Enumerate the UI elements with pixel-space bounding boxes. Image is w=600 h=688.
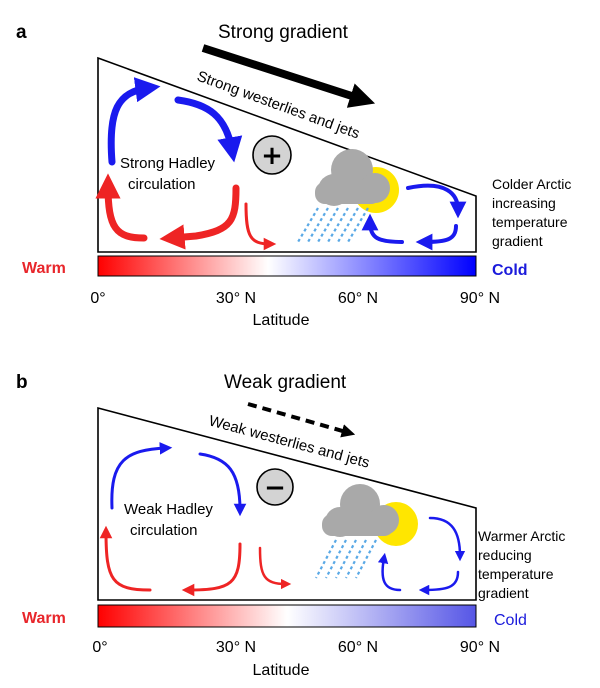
- poleward-surface-arrow-a: [244, 202, 277, 251]
- panel-b-polar-cell: [377, 516, 466, 596]
- poleward-surface-arrow-b: [258, 546, 292, 590]
- panel-a-cold-label: Cold: [492, 262, 528, 279]
- panel-b-atmosphere-wedge: [97, 406, 477, 601]
- panel-a-temperature-bar: [97, 255, 477, 277]
- panel-a-tick-60: 60° N: [338, 290, 378, 307]
- hadley-upper-arrow-a: [174, 96, 243, 163]
- panel-b-axis-label: Latitude: [253, 662, 310, 679]
- minus-sign-bubble: [256, 468, 294, 506]
- panel-b-tick-0: 0°: [92, 639, 107, 656]
- panel-a: a Strong gradient Strong westerlies and …: [16, 22, 571, 329]
- panel-a-arctic-note-line4: gradient: [492, 233, 543, 249]
- panel-b-hadley-label-line1: Weak Hadley: [124, 501, 213, 518]
- hadley-surface-arrow-a: [95, 173, 148, 242]
- polar-surface-arrow-b: [418, 570, 460, 596]
- hadley-descent-arrow-a: [159, 184, 240, 250]
- panel-b: b Weak gradient Weak westerlies and jets…: [16, 372, 565, 679]
- plus-sign-icon: +: [261, 141, 283, 171]
- panel-b-gradient-title: Weak gradient: [224, 372, 347, 393]
- rain-streaks-icon: [297, 207, 369, 243]
- rain-streaks-icon: [315, 539, 377, 579]
- panel-a-hadley-cell: [95, 77, 277, 251]
- panel-a-arctic-note-line2: increasing: [492, 195, 556, 211]
- panel-a-weather-icon: [297, 149, 399, 243]
- hadley-surface-arrow-b: [99, 525, 152, 592]
- polar-ascent-arrow-b: [377, 552, 402, 592]
- polar-upper-arrow-b: [428, 516, 466, 562]
- panel-a-arctic-note-line3: temperature: [492, 214, 568, 230]
- panel-a-hadley-label-line1: Strong Hadley: [120, 155, 216, 172]
- panel-b-weather-icon: [315, 484, 418, 579]
- weak-gradient-arrow: [247, 402, 356, 438]
- strong-gradient-arrow: [201, 44, 376, 108]
- panel-a-tick-30: 30° N: [216, 290, 256, 307]
- polar-surface-arrow-a: [415, 224, 458, 251]
- panel-b-temperature-bar: [97, 604, 477, 628]
- rain-cloud-icon: [322, 484, 399, 537]
- panel-a-letter: a: [16, 22, 27, 43]
- panel-b-arctic-note-line2: reducing: [478, 547, 532, 563]
- plus-sign-bubble: [252, 135, 292, 175]
- panel-a-hadley-label-line2: circulation: [128, 176, 196, 193]
- panel-b-cold-label: Cold: [494, 612, 527, 629]
- panel-a-warm-label: Warm: [22, 260, 66, 277]
- polar-ascent-arrow-a: [361, 213, 404, 244]
- polar-upper-arrow-a: [406, 183, 467, 219]
- panel-b-tick-30: 30° N: [216, 639, 256, 656]
- hadley-ascent-arrow-a: [107, 77, 161, 166]
- panel-b-letter: b: [16, 372, 28, 393]
- minus-sign-icon: −: [264, 473, 286, 503]
- panel-b-tick-90: 90° N: [460, 639, 500, 656]
- panel-b-warm-label: Warm: [22, 610, 66, 627]
- rain-cloud-icon: [315, 149, 390, 206]
- panel-a-tick-90: 90° N: [460, 290, 500, 307]
- hadley-upper-arrow-b: [198, 452, 247, 517]
- panel-b-hadley-label-line2: circulation: [130, 522, 198, 539]
- panel-a-arctic-note-line1: Colder Arctic: [492, 176, 571, 192]
- panel-b-tick-60: 60° N: [338, 639, 378, 656]
- hadley-ascent-arrow-b: [110, 442, 173, 510]
- panel-a-axis-label: Latitude: [253, 312, 310, 329]
- panel-b-hadley-cell: [99, 442, 292, 597]
- panel-a-polar-cell: [361, 183, 467, 251]
- hadley-descent-arrow-b: [181, 542, 242, 597]
- panel-b-arctic-note-line3: temperature: [478, 566, 554, 582]
- panel-b-arctic-note-line4: gradient: [478, 585, 529, 601]
- panel-a-gradient-title: Strong gradient: [218, 22, 349, 43]
- panel-b-arctic-note-line1: Warmer Arctic: [478, 528, 565, 544]
- panel-a-tick-0: 0°: [90, 290, 105, 307]
